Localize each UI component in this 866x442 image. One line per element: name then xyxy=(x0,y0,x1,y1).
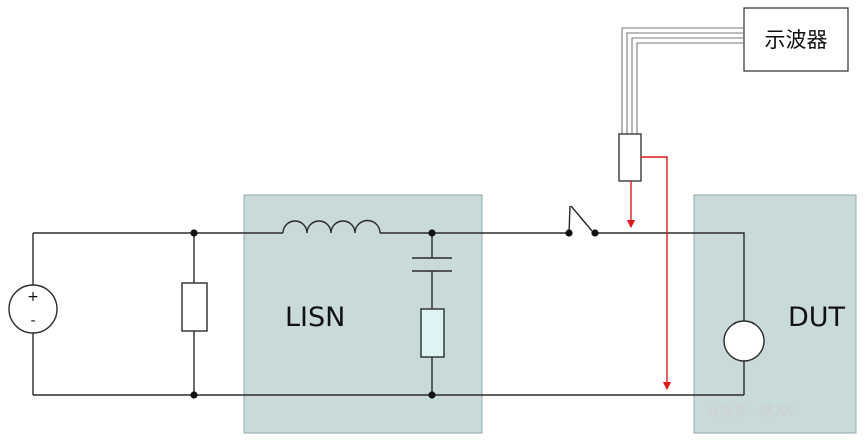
source-plus-sign: + xyxy=(27,289,39,305)
lisn-box xyxy=(243,194,483,434)
circuit-wires xyxy=(32,232,745,396)
junction-dot xyxy=(190,229,198,237)
junction-dot xyxy=(190,391,198,399)
oscilloscope-box xyxy=(743,7,849,72)
junction-dot xyxy=(565,229,573,237)
oscilloscope-label: 示波器 xyxy=(765,28,828,52)
lisn-inductor xyxy=(282,219,381,234)
junction-dot xyxy=(591,229,599,237)
probe-lead-ground xyxy=(641,156,672,391)
probe-cable xyxy=(621,27,744,134)
junction-dot xyxy=(428,229,436,237)
junction-dot xyxy=(428,391,436,399)
switch-blade xyxy=(570,205,593,232)
dut-label: DUT xyxy=(788,302,846,333)
lisn-resistor xyxy=(420,308,445,358)
lisn-label: LISN xyxy=(285,302,345,333)
probe-leads xyxy=(626,156,672,391)
top-rail-right xyxy=(595,232,745,322)
dut-box xyxy=(693,194,857,434)
watermark-text: 公众号 · 姚XX xyxy=(705,404,794,420)
dut-source-symbol xyxy=(723,320,765,362)
voltage-source: + - xyxy=(8,284,58,334)
source-minus-sign: - xyxy=(30,313,35,329)
switch xyxy=(568,205,571,234)
shunt-resistor xyxy=(181,282,208,332)
lisn-capacitor xyxy=(412,257,452,272)
probe-body xyxy=(618,133,642,182)
junction-dots xyxy=(190,229,599,399)
